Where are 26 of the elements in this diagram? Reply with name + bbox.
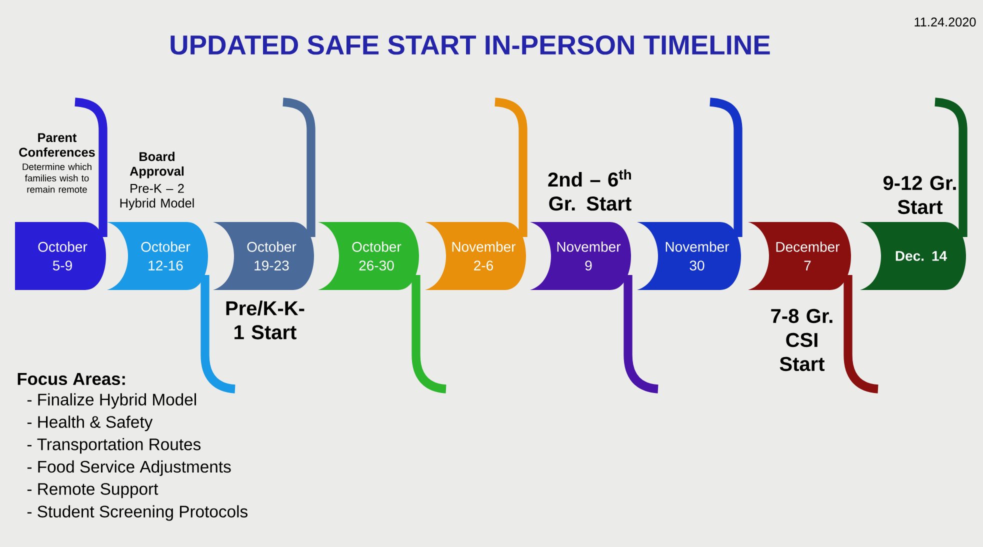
milestone-label: 2nd – 6$^{th}$ Gr. Start xyxy=(548,169,632,211)
milestone-heading: Parent Conferences xyxy=(19,133,95,157)
milestone-text: Pre-K – 2 Hybrid Model xyxy=(120,184,194,210)
list-item: - Remote Support xyxy=(27,483,158,498)
timeline-segment: November 2-6 xyxy=(425,222,526,290)
list-item: - Health & Safety xyxy=(27,416,153,432)
timeline-segment: October 26-30 xyxy=(318,222,419,290)
timeline-segment: October 5-9 xyxy=(15,222,106,290)
milestone-label: Pre/K-K- 1 Start xyxy=(226,300,304,340)
timeline-segment: December 7 xyxy=(748,222,851,290)
timeline-segment: November 9 xyxy=(530,222,631,290)
title: UPDATED SAFE START IN-PERSON TIMELINE xyxy=(170,35,770,55)
milestone-note: Determine which families wish to remain remote xyxy=(22,163,92,193)
date-label: 11.24.2020 xyxy=(914,18,976,26)
timeline-segment: November 30 xyxy=(637,222,741,290)
timeline-segment: October 19-23 xyxy=(213,222,314,290)
list-item: - Transportation Routes xyxy=(27,438,201,454)
list-item: - Food Service Adjustments xyxy=(27,460,231,476)
list-item: - Finalize Hybrid Model xyxy=(27,393,196,409)
milestone-label: 7-8 Gr. CSI Start xyxy=(771,308,832,372)
milestone-heading: Board Approval xyxy=(130,152,184,178)
list-heading: Focus Areas: xyxy=(18,372,125,386)
list-item: - Student Screening Protocols xyxy=(27,505,248,521)
timeline-segment: Dec. 14 xyxy=(860,222,966,290)
milestone-label: 9-12 Gr. Start xyxy=(883,176,956,214)
timeline-segment: October 12-16 xyxy=(107,222,208,290)
